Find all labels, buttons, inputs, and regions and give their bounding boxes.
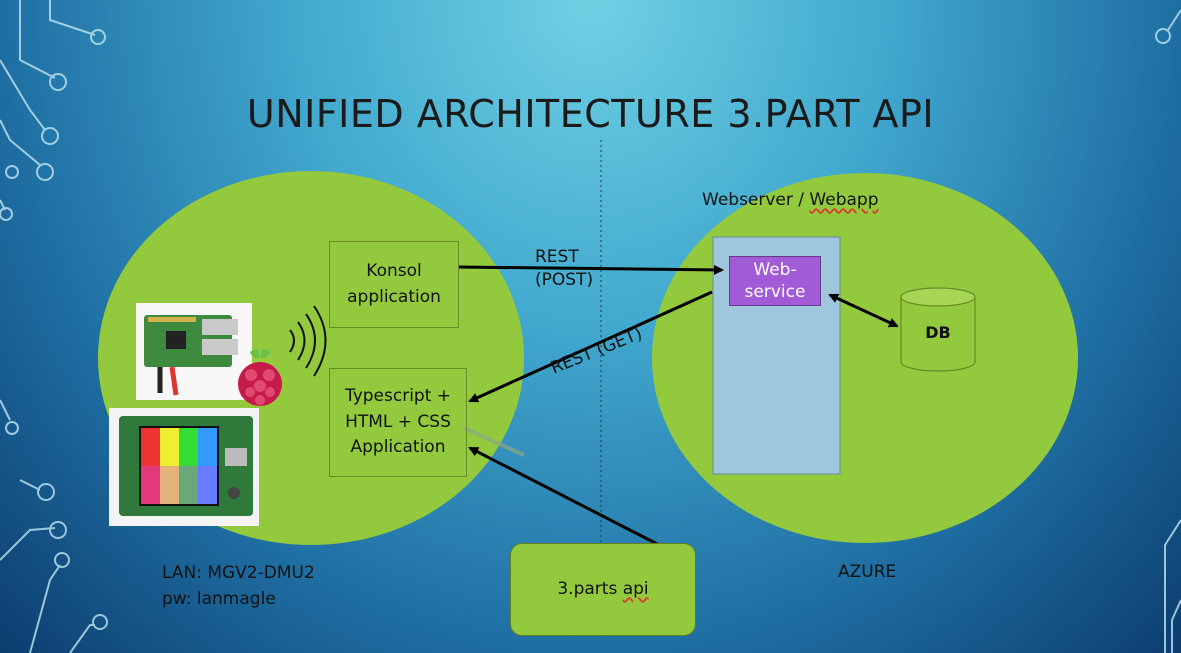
web-app-line1: Typescript + xyxy=(344,386,452,407)
third-party-shadow-arrow xyxy=(463,426,525,457)
raspberry-pi-board-photo xyxy=(136,303,252,400)
circuit-decoration-left-icon xyxy=(0,0,108,653)
third-party-arrow xyxy=(468,446,666,550)
webserver-header-a: Webserver / xyxy=(702,190,810,210)
web-app-line3: Application xyxy=(350,437,446,458)
sense-hat-photo xyxy=(109,408,259,526)
circuit-decoration-right-icon xyxy=(1155,9,1181,653)
rest-post-text: REST (POST) xyxy=(535,246,593,292)
webserver-header: Webserver / Webapp xyxy=(702,190,878,210)
third-party-api-b: api xyxy=(622,578,649,599)
azure-label: AZURE xyxy=(838,562,897,582)
db-label: DB xyxy=(925,323,951,342)
webservice-line2: service xyxy=(744,282,806,302)
rest-post-line2-text: (POST) xyxy=(535,269,594,290)
third-party-api-box: 3.parts api xyxy=(510,543,696,636)
third-party-api-a: 3.parts xyxy=(557,578,623,599)
webservice-box: Web- service xyxy=(729,256,821,306)
console-app-line1: Konsol xyxy=(366,261,422,281)
lan-label: LAN: MGV2-DMU2 xyxy=(162,563,315,583)
sense-hat-led-matrix-icon xyxy=(109,408,259,526)
webserver-header-b: Webapp xyxy=(809,190,879,210)
console-app-box: Konsol application xyxy=(329,241,459,328)
web-app-line2: HTML + CSS xyxy=(345,411,451,432)
webservice-line1: Web- xyxy=(753,259,797,280)
rest-post-arrow xyxy=(458,264,724,275)
rest-post-line1-text: REST xyxy=(535,247,579,267)
console-app-line2: application xyxy=(347,286,441,307)
slide-title: UNIFIED ARCHITECTURE 3.PART API xyxy=(246,92,935,136)
webservice-db-arrow xyxy=(828,293,899,328)
lan-info: LAN: MGV2-DMU2 pw: lanmagle xyxy=(162,560,315,613)
raspberry-logo-icon xyxy=(238,349,282,406)
web-app-box: Typescript + HTML + CSS Application xyxy=(329,368,467,477)
pw-label: pw: lanmagle xyxy=(162,589,276,610)
db-cylinder-icon xyxy=(900,287,976,372)
rest-get-arrow xyxy=(468,290,713,403)
raspberry-pi-board-icon xyxy=(136,303,252,400)
wifi-signal-icon xyxy=(289,305,327,377)
